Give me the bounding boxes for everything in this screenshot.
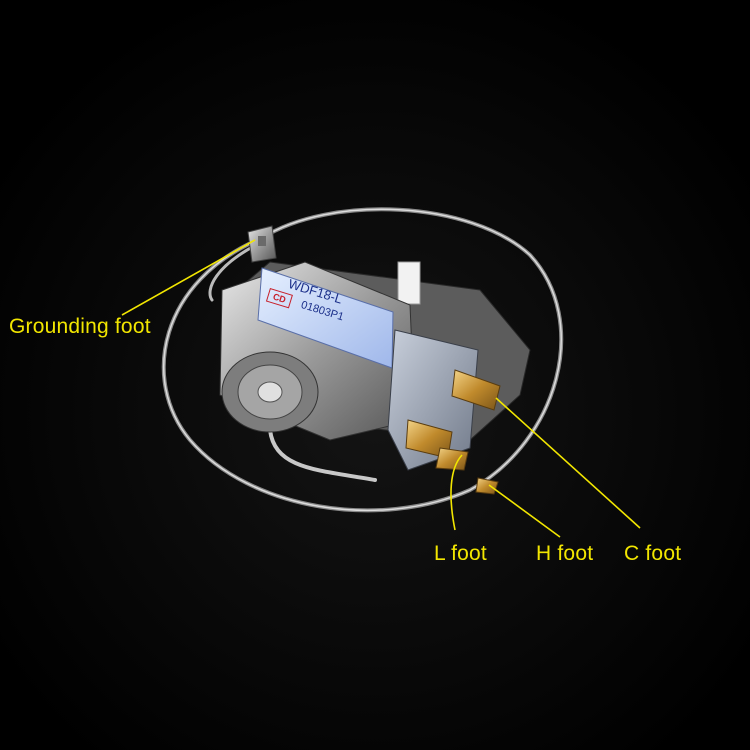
- terminal-c: [451, 369, 501, 411]
- l-foot-label: L foot: [434, 542, 487, 565]
- c-foot-label: C foot: [624, 542, 682, 565]
- grounding-leader-line: [121, 239, 256, 316]
- grounding-clip: [247, 225, 277, 263]
- terminal-h: [435, 447, 499, 495]
- l-foot-leader-line: [450, 454, 463, 531]
- h-foot-label: H foot: [536, 542, 594, 565]
- capillary-tube: [161, 207, 564, 513]
- c-foot-leader-line: [495, 397, 641, 529]
- callout-lines: [121, 239, 641, 538]
- h-foot-leader-line: [488, 484, 561, 538]
- grounding-foot-label: Grounding foot: [9, 315, 151, 338]
- bellows-dial: [221, 351, 319, 433]
- control-shaft: [397, 261, 421, 305]
